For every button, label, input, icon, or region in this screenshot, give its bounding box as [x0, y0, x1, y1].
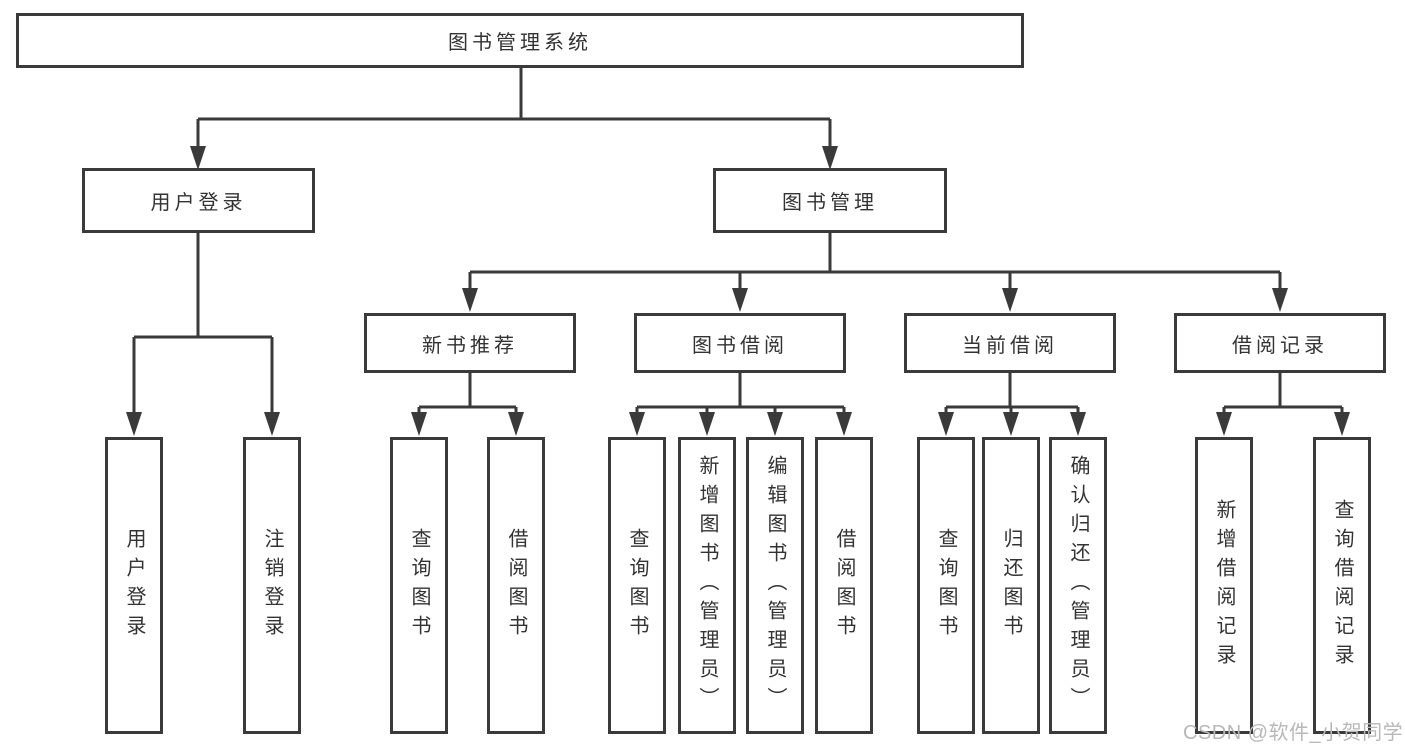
leaf-query-books-1-label: 查询图书 [408, 527, 430, 644]
leaf-query-borrow-record-label: 查询借阅记录 [1331, 498, 1353, 673]
leaf-user-login-label: 用户登录 [123, 527, 145, 644]
node-current-borrowing: 当前借阅 [904, 313, 1116, 373]
node-book-borrowing: 图书借阅 [634, 313, 846, 373]
watermark: CSDN @软件_小贺同学 [1183, 722, 1404, 744]
node-new-book-recommend-label: 新书推荐 [422, 334, 518, 357]
node-root: 图书管理系统 [16, 13, 1024, 68]
node-new-book-recommend: 新书推荐 [364, 313, 576, 373]
leaf-user-login: 用户登录 [105, 437, 163, 734]
node-user-login-label: 用户登录 [150, 192, 247, 214]
node-borrow-records: 借阅记录 [1174, 313, 1386, 373]
leaf-return-book-label: 归还图书 [1000, 527, 1022, 644]
node-current-borrowing-label: 当前借阅 [962, 334, 1058, 357]
leaf-logout-label: 注销登录 [261, 527, 283, 644]
node-book-management: 图书管理 [713, 168, 947, 233]
leaf-add-borrow-record-label: 新增借阅记录 [1213, 498, 1235, 673]
leaf-add-borrow-record: 新增借阅记录 [1195, 437, 1253, 734]
leaf-confirm-return-admin: 确认归还（管理员） [1049, 437, 1107, 734]
leaf-query-books-2: 查询图书 [608, 437, 666, 734]
leaf-query-books-1: 查询图书 [390, 437, 448, 734]
leaf-edit-book-admin-label: 编辑图书（管理员） [764, 455, 786, 716]
leaf-query-books-3-label: 查询图书 [935, 527, 957, 644]
node-root-label: 图书管理系统 [448, 32, 592, 54]
leaf-query-books-3: 查询图书 [917, 437, 975, 734]
leaf-query-books-2-label: 查询图书 [626, 527, 648, 644]
leaf-borrow-books-2-label: 借阅图书 [833, 527, 855, 644]
leaf-query-borrow-record: 查询借阅记录 [1313, 437, 1371, 734]
leaf-logout: 注销登录 [243, 437, 301, 734]
leaf-borrow-books-2: 借阅图书 [815, 437, 873, 734]
node-borrow-records-label: 借阅记录 [1232, 334, 1328, 357]
node-book-management-label: 图书管理 [782, 192, 878, 214]
leaf-edit-book-admin: 编辑图书（管理员） [746, 437, 804, 734]
leaf-add-book-admin-label: 新增图书（管理员） [696, 455, 718, 716]
node-user-login: 用户登录 [82, 168, 315, 233]
leaf-return-book: 归还图书 [982, 437, 1040, 734]
leaf-add-book-admin: 新增图书（管理员） [678, 437, 736, 734]
leaf-confirm-return-admin-label: 确认归还（管理员） [1067, 455, 1089, 716]
leaf-borrow-books-1-label: 借阅图书 [505, 527, 527, 644]
leaf-borrow-books-1: 借阅图书 [487, 437, 545, 734]
node-book-borrowing-label: 图书借阅 [692, 334, 788, 357]
